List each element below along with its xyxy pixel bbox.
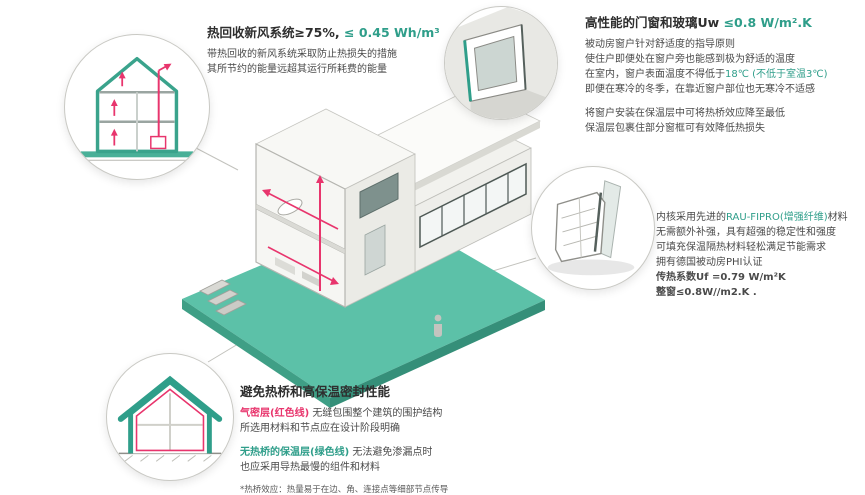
windows-line-3: 在室内，窗户表面温度不得低于18℃ (不低于室温3℃) — [585, 67, 828, 82]
glass-band — [419, 162, 527, 249]
glass-pane — [473, 35, 518, 92]
glass-mullions — [441, 173, 509, 236]
main-block — [255, 108, 416, 308]
passive-house-3d-illustration — [170, 75, 560, 415]
heat-recovery-cross-section-icon — [74, 56, 200, 161]
windows-title-value: ≤0.8 W/m².K — [723, 15, 812, 30]
person-figure — [434, 314, 442, 337]
windows-section: 高性能的门窗和玻璃Uw ≤0.8 W/m².K 被动房窗户针对舒适度的指导原则 … — [585, 12, 828, 136]
slab-front-edge — [406, 121, 540, 195]
profile-uf-value: 传热系数Uf =0.79 W/m²K — [656, 272, 786, 283]
thermal-envelope-circle — [106, 353, 234, 481]
windows-line-5: 将窗户安装在保温层中可将热桥效应降至最低 — [585, 108, 785, 119]
insulation-seal-line — [463, 40, 473, 102]
heat-recovery-line-2: 其所节约的能量远超其运行所耗费的能量 — [207, 64, 387, 75]
airtight-layer-label: 气密层(红色线) — [240, 408, 310, 419]
windows-line-4: 即便在寒冷的冬季，在靠近窗户部位也无寒冷不适感 — [585, 84, 815, 95]
windows-line-2: 使住户即便处在窗户旁也能感到极为舒适的温度 — [585, 54, 795, 65]
profile-line-2: 无需额外补强，具有超强的稳定性和强度 — [656, 227, 836, 238]
ground-right-edge — [330, 300, 545, 408]
window-installation-detail-icon — [445, 7, 557, 119]
thermal-bridge-footnote: *热桥效应：热量易于在边、角、连接点等细部节点传导 — [240, 485, 449, 495]
bridge-line-1: 气密层(红色线) 无缝包围整个建筑的围护结构 — [240, 406, 448, 421]
thermal-bridge-title: 避免热桥和高保温密封性能 — [240, 384, 391, 399]
bathtub — [277, 198, 303, 216]
profile-line-3: 可填充保温隔热材料轻松满足节能需求 — [656, 242, 826, 253]
window-detail-circle — [444, 6, 558, 120]
ground-strip — [80, 151, 194, 158]
ground-top-face — [182, 210, 545, 398]
ground-hatch — [124, 454, 212, 462]
window-profile-product-icon — [547, 180, 635, 276]
insulation-layer-label: 无热桥的保温层(绿色线) — [240, 447, 350, 458]
heat-recovery-title-text: 热回收新风系统≥75%, — [207, 25, 344, 40]
roof-insulation-band — [117, 375, 223, 422]
gasket-line — [593, 192, 603, 252]
product-shadow — [547, 259, 635, 276]
pvc-profile-body — [554, 191, 606, 263]
profile-line-1-pre: 内核采用先进的 — [656, 212, 726, 223]
ground-plate — [182, 210, 545, 408]
bridge-line-3: 无热桥的保温层(绿色线) 无法避免渗漏点时 — [240, 445, 448, 460]
ground-left-edge — [182, 299, 330, 408]
windows-title-text: 高性能的门窗和玻璃Uw — [585, 15, 724, 30]
lower-door — [364, 224, 386, 276]
bridge-line-3-rest: 无法避免渗漏点时 — [349, 447, 433, 458]
profile-line-4: 拥有德国被动房PHI认证 — [656, 257, 763, 268]
windows-title: 高性能的门窗和玻璃Uw ≤0.8 W/m².K — [585, 12, 828, 31]
thermal-envelope-house-icon — [117, 375, 223, 462]
ventilation-ducts — [262, 175, 339, 291]
bridge-line-4: 也应采用导热最慢的组件和材料 — [240, 462, 380, 473]
profile-line-1: 内核采用先进的RAU-FIPRO(增强纤维)材料 — [656, 210, 848, 225]
windows-line-1: 被动房窗户针对舒适度的指导原则 — [585, 39, 735, 50]
heat-recovery-title: 热回收新风系统≥75%, ≤ 0.45 Wh/m³ — [207, 22, 440, 41]
upper-window — [359, 172, 399, 219]
airtight-layer-line — [135, 388, 205, 452]
profile-line-1-post: 材料 — [827, 212, 848, 223]
windows-line-3-value: 18℃ (不低于室温3℃) — [725, 69, 828, 80]
kitchen-unit — [275, 257, 295, 275]
house-3d-svg — [182, 87, 545, 408]
window-profile-circle — [531, 166, 655, 290]
heat-recovery-line-1: 带热回收的新风系统采取防止热损失的措施 — [207, 49, 397, 60]
profile-section: 内核采用先进的RAU-FIPRO(增强纤维)材料 无需额外补强，具有超强的稳定性… — [656, 210, 848, 300]
connector-line-heat — [195, 147, 239, 171]
furniture-unit — [302, 271, 320, 287]
airflow-arrows — [110, 63, 172, 150]
heat-exchanger-unit — [150, 135, 167, 150]
garden-steps — [199, 279, 247, 316]
floor-slab — [255, 203, 346, 255]
windows-line-6: 保温层包裹住部分窗框可有效降低热损失 — [585, 123, 765, 134]
bridge-line-1-rest: 无缝包围整个建筑的围护结构 — [309, 408, 443, 419]
windows-line-3-text: 在室内，窗户表面温度不得低于 — [585, 69, 725, 80]
thermal-bridge-section: 避免热桥和高保温密封性能 气密层(红色线) 无缝包围整个建筑的围护结构 所选用材… — [240, 381, 448, 495]
bridge-line-2: 所选用材料和节点应在设计阶段明确 — [240, 423, 400, 434]
heat-recovery-section: 热回收新风系统≥75%, ≤ 0.45 Wh/m³ 带热回收的新风系统采取防止热… — [207, 22, 440, 77]
profile-uw-value: 整窗≤0.8W//m2.K . — [656, 287, 757, 298]
heat-recovery-title-value: ≤ 0.45 Wh/m³ — [344, 25, 440, 40]
profile-line-1-value: RAU-FIPRO(增强纤维) — [726, 212, 828, 223]
frame-edge-line — [520, 24, 527, 90]
heat-recovery-circle — [64, 34, 210, 180]
